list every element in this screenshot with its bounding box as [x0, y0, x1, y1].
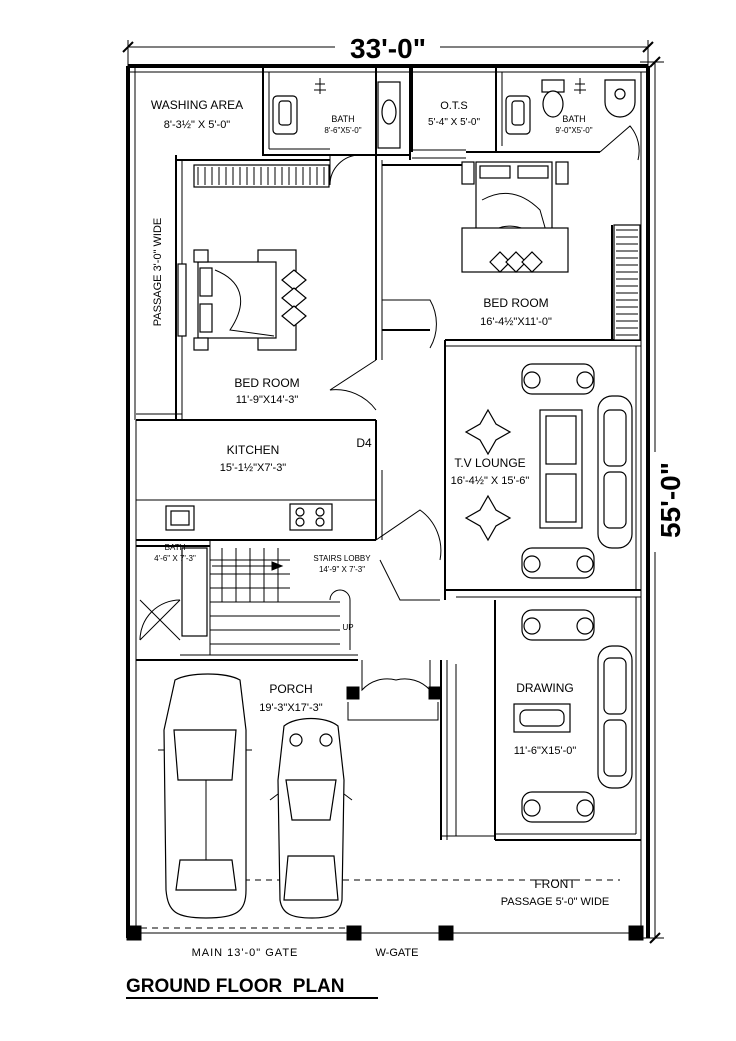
bedroom-right-wardrobe: [613, 224, 641, 341]
bath-2-name: BATH: [562, 114, 585, 124]
ots-size: 5'-4" X 5'-0": [428, 117, 481, 128]
door-tag-d4: D4: [356, 436, 372, 450]
lobby-doors: [361, 509, 442, 692]
bath-2-size: 9'-0"X5'-0": [555, 126, 592, 135]
kitchen-label: KITCHEN 15'-1½"X7'-3": [220, 443, 287, 474]
front-passage-line2: PASSAGE 5'-0" WIDE: [501, 896, 610, 908]
washing-area-label: WASHING AREA 8'-3½" X 5'-0": [151, 98, 243, 131]
kitchen-size: 15'-1½"X7'-3": [220, 462, 287, 474]
plan-title-text: GROUND FLOOR PLAN: [126, 976, 345, 997]
bath-doors: [329, 125, 640, 186]
width-dimension-label: 33'-0": [350, 33, 426, 64]
bedroom-right-bed: [461, 161, 569, 273]
main-gate-label: MAIN 13'-0" GATE: [192, 947, 299, 959]
porch-size: 19'-3"X17'-3": [259, 702, 322, 714]
bath-1-size: 8'-6"X5'-0": [324, 126, 361, 135]
ots-label: O.T.S 5'-4" X 5'-0": [428, 100, 481, 128]
drawing-label: DRAWING 11'-6"X15'-0": [514, 681, 577, 757]
bedroom-left-door: [329, 359, 377, 411]
bedroom-right-name: BED ROOM: [483, 296, 548, 310]
bath-3-label: BATH 4'-6" X 7'-3": [154, 543, 196, 563]
drawing-name: DRAWING: [516, 681, 574, 695]
stairs-up-label: UP: [342, 623, 353, 632]
kitchen-fixtures: [165, 503, 333, 531]
kitchen-walls: [136, 420, 383, 547]
car-left: [158, 673, 252, 919]
front-passage-label: FRONT PASSAGE 5'-0" WIDE: [501, 877, 610, 908]
front-passage-line1: FRONT: [534, 877, 576, 891]
stairs-area: [136, 540, 358, 661]
bath-3-size: 4'-6" X 7'-3": [154, 554, 196, 563]
stairs-lobby-size: 14'-9" X 7'-3": [319, 565, 365, 574]
drawing-furniture: [513, 609, 633, 823]
tv-lounge-name: T.V LOUNGE: [454, 456, 525, 470]
depth-dimension-label: 55'-0": [655, 462, 686, 538]
bath-2-label: BATH 9'-0"X5'-0": [555, 114, 592, 135]
bedroom-left-walls: [136, 155, 383, 421]
tv-lounge-size: 16'-4½" X 15'-6": [451, 475, 530, 487]
bath-1-label: BATH 8'-6"X5'-0": [324, 114, 361, 135]
plan-title: GROUND FLOOR PLAN: [126, 976, 378, 999]
service-block: [262, 66, 600, 160]
porch-columns: [126, 686, 644, 941]
bath-2-fixtures: [505, 78, 636, 135]
outer-walls: [126, 64, 650, 938]
bedroom-right-size: 16'-4½"X11'-0": [480, 316, 552, 328]
bedroom-left-wardrobe: [193, 164, 330, 188]
car-right: [269, 717, 353, 919]
bedroom-right-label: BED ROOM 16'-4½"X11'-0": [480, 296, 552, 328]
drawing-size: 11'-6"X15'-0": [514, 745, 577, 757]
bedroom-left-label: BED ROOM 11'-9"X14'-3": [234, 376, 299, 406]
tv-lounge-walls: [444, 340, 641, 600]
depth-dimension: 55'-0": [640, 56, 686, 944]
kitchen-name: KITCHEN: [227, 443, 280, 457]
bath-1-fixtures: [272, 78, 401, 149]
ots-name: O.T.S: [440, 100, 468, 112]
stairs-lobby-label: STAIRS LOBBY 14'-9" X 7'-3": [313, 554, 371, 574]
w-gate-label: W-GATE: [376, 947, 419, 959]
washing-area-size: 8'-3½" X 5'-0": [164, 119, 231, 131]
bedroom-left-size: 11'-9"X14'-3": [236, 394, 299, 406]
drawing-walls: [440, 597, 641, 841]
bath-1-name: BATH: [331, 114, 354, 124]
bedroom-left-bed: [193, 249, 307, 351]
width-dimension: 33'-0": [122, 32, 654, 80]
stairs-lobby-name: STAIRS LOBBY: [313, 554, 371, 563]
tv-lounge-label: T.V LOUNGE 16'-4½" X 15'-6": [451, 456, 530, 487]
washing-area-name: WASHING AREA: [151, 98, 243, 112]
porch-name: PORCH: [269, 682, 312, 696]
gate-lines: [141, 879, 629, 934]
porch-label: PORCH 19'-3"X17'-3": [259, 682, 322, 714]
tv-lounge-furniture: [464, 363, 633, 579]
bedroom-right-walls: [382, 164, 641, 347]
passage-label: PASSAGE 3'-0" WIDE: [152, 218, 164, 327]
bedroom-left-name: BED ROOM: [234, 376, 299, 390]
bedroom-right-door: [382, 299, 437, 349]
bath-3-name: BATH: [165, 543, 186, 552]
